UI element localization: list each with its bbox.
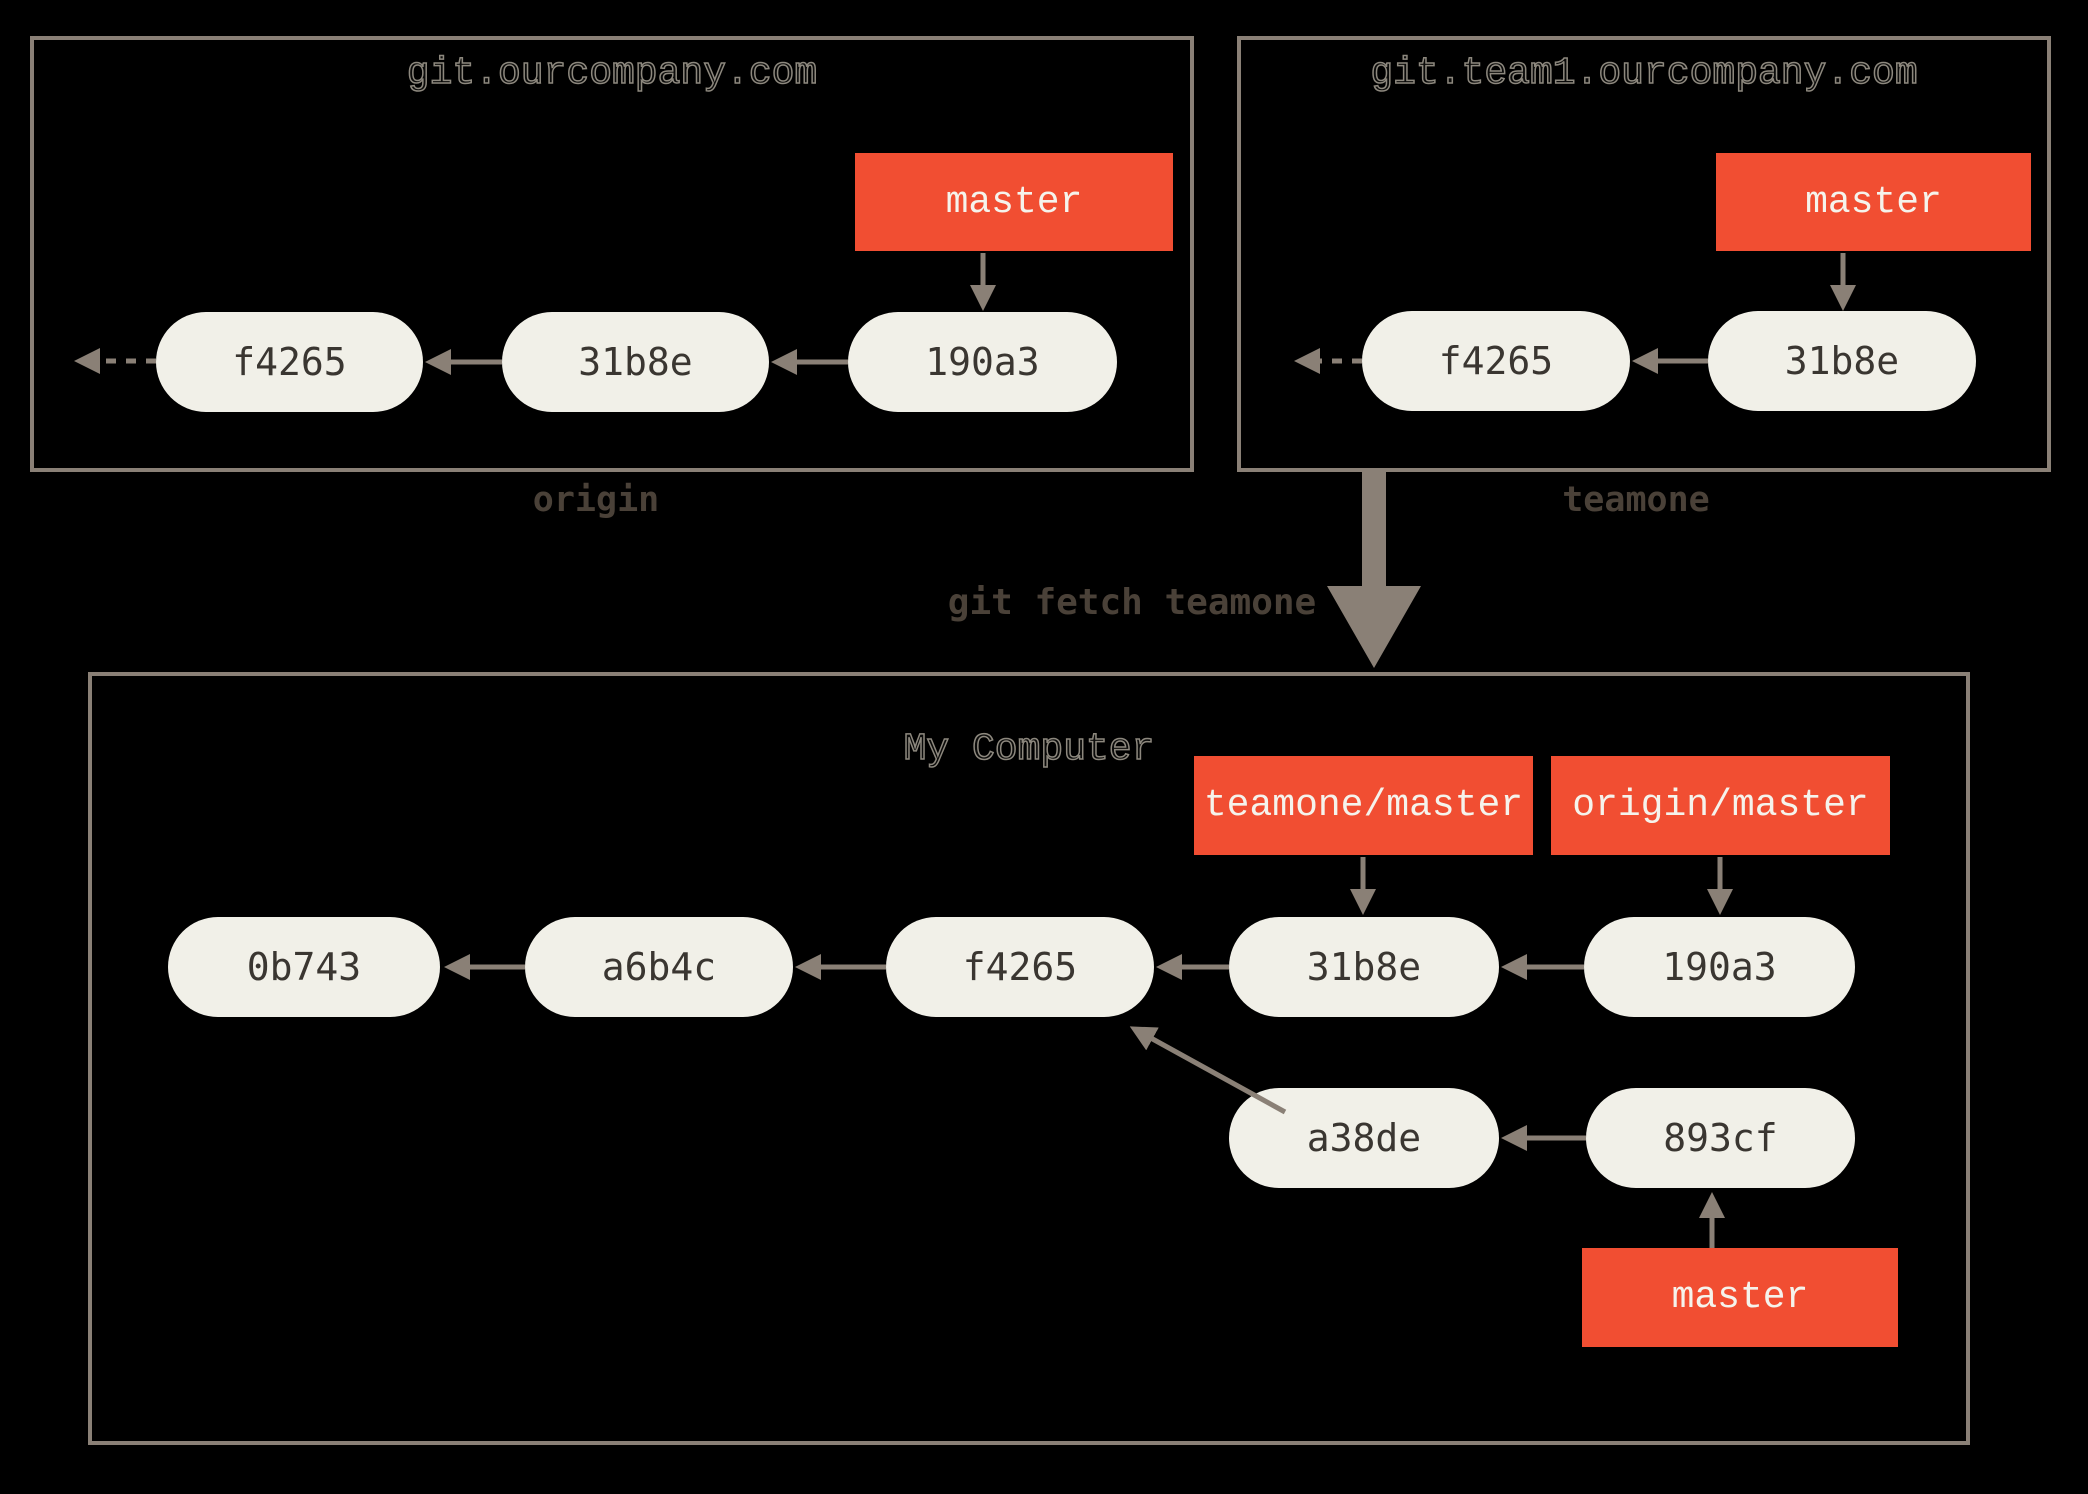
commit-node-local-0b743: 0b743 (168, 917, 440, 1017)
teamone-remote-title: git.team1.ourcompany.com (1370, 51, 1919, 96)
commit-node-local-31b8e: 31b8e (1229, 917, 1499, 1017)
my-computer-title: My Computer (903, 727, 1155, 772)
teamone-master-branch-label: master (1716, 153, 2031, 251)
commit-node-teamone-31b8e: 31b8e (1708, 311, 1976, 411)
origin-remote-box (30, 36, 1194, 472)
commit-node-origin-31b8e: 31b8e (502, 312, 769, 412)
local-master-branch-label: master (1582, 1248, 1898, 1347)
git-fetch-command-label: git fetch teamone (947, 582, 1317, 623)
commit-node-local-190a3: 190a3 (1584, 917, 1855, 1017)
teamone-remote-caption: teamone (1562, 480, 1710, 520)
fetch-flow-arrow (1327, 470, 1421, 668)
origin-remote-title: git.ourcompany.com (406, 51, 818, 96)
commit-node-local-f4265: f4265 (886, 917, 1154, 1017)
commit-node-teamone-f4265: f4265 (1362, 311, 1630, 411)
commit-node-local-a6b4c: a6b4c (525, 917, 793, 1017)
local-teamone-master-label: teamone/master (1194, 756, 1533, 855)
commit-node-local-a38de: a38de (1229, 1088, 1499, 1188)
local-origin-master-label: origin/master (1551, 756, 1890, 855)
commit-node-origin-190a3: 190a3 (848, 312, 1117, 412)
commit-node-origin-f4265: f4265 (156, 312, 423, 412)
teamone-remote-box (1237, 36, 2051, 472)
commit-node-local-893cf: 893cf (1586, 1088, 1855, 1188)
origin-remote-caption: origin (532, 480, 660, 520)
my-computer-box (88, 672, 1970, 1445)
origin-master-branch-label: master (855, 153, 1173, 251)
